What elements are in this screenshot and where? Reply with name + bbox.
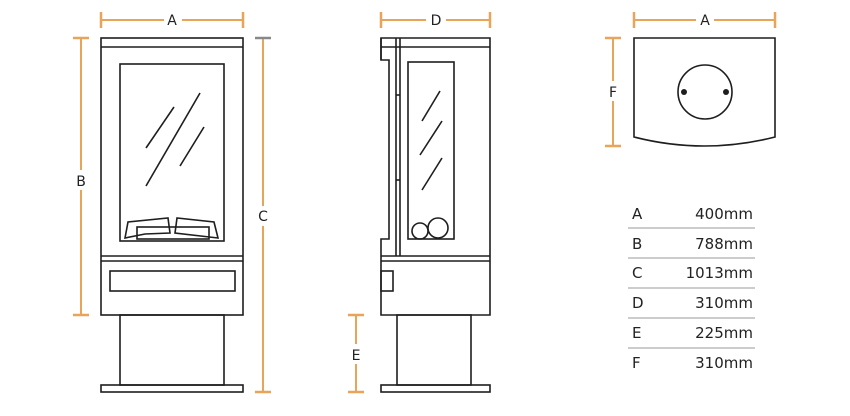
table-row: E 225mm [628,324,755,349]
top-width-dimension: A [632,11,777,29]
flue-outlet [677,64,733,120]
side-pedestal [396,314,472,386]
side-log-back [427,217,449,239]
front-log-set [123,217,220,240]
top-width-label: A [700,13,710,29]
table-value: 310mm [695,294,753,312]
top-outline [633,37,776,147]
side-depth-dimension: D [379,11,492,29]
side-base-plate [380,384,491,393]
flue-fixing-left [681,89,687,95]
table-letter: C [632,264,642,282]
front-glass-door [119,63,225,242]
table-value: 400mm [695,205,753,223]
pedestal-height-label: E [352,348,361,364]
table-row: D 310mm [628,294,755,319]
table-letter: B [632,235,642,253]
front-width-dimension: A [99,11,245,29]
side-glass-window [407,61,455,240]
table-value: 788mm [695,235,753,253]
table-row: C 1013mm [628,264,755,289]
front-ash-drawer [109,270,236,292]
table-letter: D [632,294,644,312]
side-body-outline [380,37,491,316]
table-letter: F [632,354,641,372]
top-depth-dimension: F [604,36,622,148]
side-drawer-handle [380,270,394,292]
table-value: 1013mm [686,264,753,282]
table-letter: E [632,324,641,342]
side-view: D E [347,11,492,394]
table-value: 225mm [695,324,753,342]
table-value: 310mm [695,354,753,372]
table-row: B 788mm [628,235,755,259]
front-body-outline [100,37,244,316]
front-pedestal [119,314,225,386]
front-height-label: B [76,174,86,190]
dimensions-table: A 400mm B 788mm C 1013mm D 310mm E 225mm… [628,205,755,372]
front-base-plate [100,384,244,393]
table-row: A 400mm [628,205,755,229]
top-depth-label: F [609,85,617,101]
side-depth-label: D [431,13,442,29]
table-letter: A [632,205,643,223]
front-height-dimension: B [72,36,90,317]
total-height-dimension: C [254,36,272,394]
front-width-label: A [167,13,177,29]
flue-fixing-right [723,89,729,95]
table-row: F 310mm [632,354,753,372]
top-view: A F [604,11,777,148]
total-height-label: C [258,209,268,225]
pedestal-height-dimension: E [347,313,365,394]
side-log-front [411,222,429,240]
front-view: A B C [72,11,272,394]
